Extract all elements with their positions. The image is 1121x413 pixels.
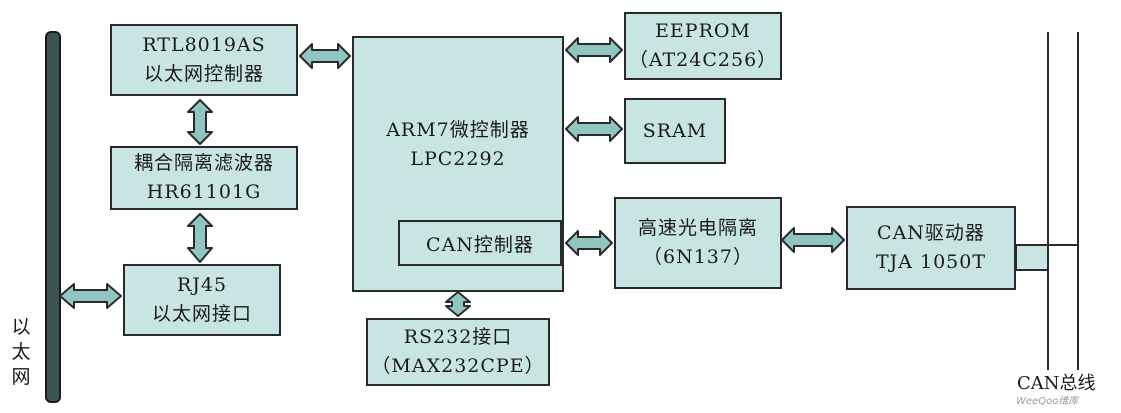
can-driver-line1: CAN驱动器 xyxy=(877,222,985,244)
rs232-line2: （MAX232CPE） xyxy=(371,355,545,377)
arrow-arm-sram xyxy=(565,116,623,142)
rs232-line1: RS232接口 xyxy=(403,326,513,348)
arrow-arm-rs232 xyxy=(445,291,471,317)
eeprom-line2: （AT24C256） xyxy=(628,49,778,71)
ethernet-bus-bar xyxy=(45,31,61,403)
filter-line2: HR61101G xyxy=(146,181,262,203)
arrow-arm-eeprom xyxy=(565,37,623,63)
eeprom-line1: EEPROM xyxy=(655,20,751,42)
rj45-block: RJ45 以太网接口 xyxy=(123,264,281,336)
can-driver-line2: TJA 1050T xyxy=(875,251,987,273)
eeprom-block: EEPROM （AT24C256） xyxy=(624,12,782,80)
can-bus-label: CAN总线 xyxy=(1017,373,1096,394)
can-driver-block: CAN驱动器 TJA 1050T xyxy=(846,206,1016,290)
arrow-opto-driver xyxy=(781,227,845,253)
arrow-rtl-filter xyxy=(187,99,213,145)
ethernet-label: 以太网 xyxy=(11,316,31,388)
arm7-line1: ARM7微控制器 xyxy=(386,119,530,141)
filter-block: 耦合隔离滤波器 HR61101G xyxy=(110,146,298,210)
can-controller-label: CAN控制器 xyxy=(426,233,534,256)
arrow-filter-rj45 xyxy=(187,213,213,263)
arrow-bus-rj45 xyxy=(59,283,122,309)
watermark: WeeQoo维库 xyxy=(1016,396,1079,407)
arrow-can-opto xyxy=(565,230,613,256)
filter-line1: 耦合隔离滤波器 xyxy=(133,152,274,174)
rj45-line2: 以太网接口 xyxy=(151,303,252,325)
rs232-block: RS232接口 （MAX232CPE） xyxy=(366,318,550,386)
can-bus-stub xyxy=(1015,244,1049,271)
sram-block: SRAM xyxy=(624,98,726,164)
arrow-rtl-arm xyxy=(299,43,351,69)
optocoupler-block: 高速光电隔离 （6N137） xyxy=(614,197,782,289)
rtl8019as-line2: 以太网控制器 xyxy=(143,63,264,85)
optocoupler-line2: （6N137） xyxy=(643,246,753,268)
rtl8019as-block: RTL8019AS 以太网控制器 xyxy=(110,24,298,96)
sram-label: SRAM xyxy=(642,119,708,142)
optocoupler-line1: 高速光电隔离 xyxy=(637,217,758,239)
arm7-line2: LPC2292 xyxy=(410,148,506,170)
rj45-line1: RJ45 xyxy=(176,274,228,296)
rtl8019as-line1: RTL8019AS xyxy=(142,34,266,56)
can-controller-block: CAN控制器 xyxy=(398,220,562,266)
